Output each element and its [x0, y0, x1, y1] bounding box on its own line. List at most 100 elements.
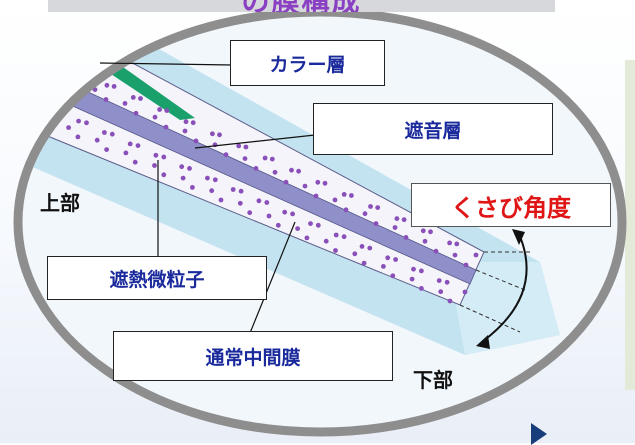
heat-particle [295, 226, 300, 232]
page-title: の膜構成 [48, 0, 555, 12]
heat-particle [109, 131, 115, 137]
title-bar: の膜構成 [48, 0, 555, 12]
heat-particle [127, 141, 133, 147]
heat-particle [313, 193, 319, 199]
heat-particle [59, 59, 64, 65]
heat-particle [180, 175, 186, 181]
leader-sound-layer [194, 134, 316, 149]
heat-particle [50, 107, 56, 113]
heat-particle [190, 120, 196, 126]
heat-particle [373, 221, 379, 227]
heat-particle [243, 144, 249, 150]
heat-particle [463, 262, 469, 268]
heat-particle [436, 278, 442, 283]
heat-particle [323, 238, 329, 244]
wedge-angle-label: くさび角度 [411, 183, 611, 227]
heat-particle [138, 96, 143, 101]
wedge-arc-arrowhead-bottom [476, 335, 490, 349]
heat-particle [272, 169, 278, 175]
heat-particle [343, 207, 349, 213]
heat-particle [111, 84, 117, 89]
heat-particle [290, 211, 295, 217]
heat-particle [182, 128, 188, 134]
heat-particle [308, 221, 313, 227]
heat-particle [130, 95, 136, 100]
wedge-angle-arc [481, 233, 528, 343]
next-arrow-icon[interactable] [531, 423, 547, 445]
heat-particle [333, 248, 338, 253]
heat-particle [190, 185, 195, 190]
heat-particle [32, 47, 38, 53]
heat-particle [433, 248, 439, 254]
heat-particle [193, 138, 199, 144]
heat-particle [447, 240, 452, 246]
heat-particle [62, 73, 68, 79]
heat-particle [392, 225, 398, 230]
heat-particle [473, 252, 479, 258]
heat-particle [403, 235, 409, 240]
heat-particle [462, 289, 468, 295]
normal-film-label: 通常中間膜 [113, 331, 393, 381]
heat-particle [332, 197, 338, 203]
heat-particle [409, 276, 415, 282]
heat-particle [183, 119, 189, 125]
heat-particle [75, 134, 81, 140]
heat-particle [385, 255, 391, 261]
wedge-arc-arrowhead-top [512, 229, 525, 245]
heat-particle [381, 264, 386, 269]
heat-particle [212, 177, 218, 183]
heat-particle [164, 108, 170, 113]
leader-color-layer [99, 62, 233, 66]
heat-particle [238, 188, 244, 194]
heat-particle [223, 152, 229, 158]
heat-particle [444, 279, 450, 285]
heat-particle [152, 163, 157, 168]
heat-particle [153, 152, 159, 158]
heat-particle [264, 200, 270, 205]
heat-particle [230, 187, 236, 192]
heat-particle [349, 193, 354, 198]
heat-particle [123, 150, 129, 156]
heat-particle [315, 222, 321, 228]
heat-particle [32, 97, 38, 103]
heat-particle [133, 110, 139, 116]
bottom-label: 下部 [413, 368, 453, 392]
heat-particle [394, 216, 400, 222]
heat-particle [94, 137, 100, 143]
heat-particle [135, 143, 141, 149]
heat-particle [411, 266, 416, 272]
lens-rim [13, 7, 627, 437]
heat-particle [237, 200, 243, 206]
heat-particle [73, 83, 79, 89]
heat-particle [247, 210, 253, 216]
heat-particle [322, 180, 328, 186]
heat-particle [187, 166, 192, 171]
heat-particle [104, 82, 110, 88]
heat-particle [283, 179, 289, 185]
right-edge-strip [625, 60, 635, 390]
heat-particle [428, 229, 433, 235]
heat-particle [266, 213, 272, 219]
heat-particle [375, 205, 381, 211]
heat-particle [419, 268, 424, 274]
glass-wedge-end [455, 262, 560, 355]
heat-particle [102, 130, 107, 135]
heat-particle [37, 112, 43, 118]
heat-particle [78, 70, 83, 76]
heat-particle [43, 69, 49, 75]
dashed-edge-bottom [459, 304, 521, 333]
heat-particle [217, 132, 222, 138]
heat-particle [282, 209, 288, 215]
heat-particle [454, 241, 460, 247]
heat-particle [76, 118, 81, 124]
top-label: 上部 [40, 191, 80, 215]
heat-particle [161, 172, 167, 178]
heat-particle [152, 114, 158, 120]
heat-particles-label: 遮熱微粒子 [47, 256, 267, 300]
heat-particle [157, 107, 163, 112]
heat-particle [66, 125, 71, 130]
heat-particle [352, 251, 358, 257]
heat-particle [296, 168, 301, 174]
heat-particle [218, 197, 224, 203]
heat-particle [242, 156, 248, 162]
